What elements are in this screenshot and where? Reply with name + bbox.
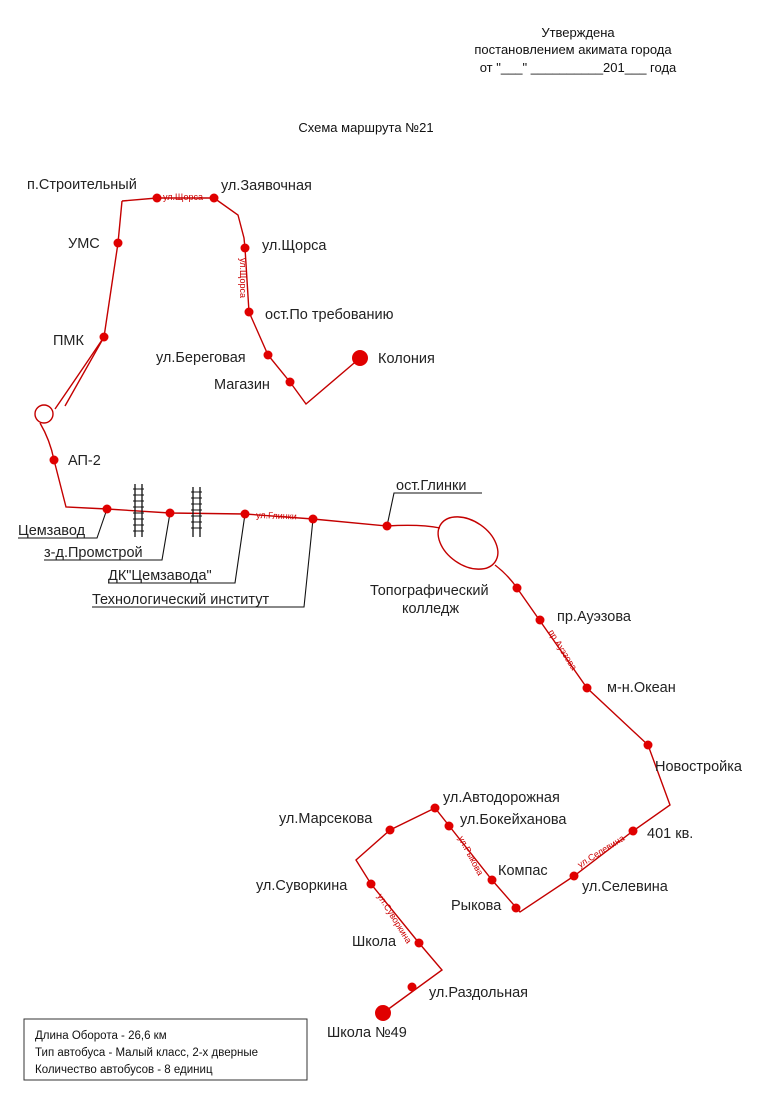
label-marsekova: ул.Марсекова	[279, 811, 373, 827]
label-shchorsa: ул.Щорса	[262, 238, 327, 254]
stop-dk-marker	[240, 509, 250, 519]
stop-magazin-marker	[285, 377, 295, 387]
label-okean: м-н.Океан	[607, 680, 676, 696]
street-rykova: ул.Рыкова	[456, 834, 485, 877]
stop-avtodorozhnaya-marker	[430, 803, 440, 813]
info-box: Длина Оборота - 26,6 км Тип автобуса - М…	[23, 1018, 308, 1081]
leader-lines	[18, 492, 482, 608]
stop-labels: п.Строительный ул.Заявочная УМС ул.Щорса…	[18, 177, 743, 1041]
approval-line-2: постановлением акимата города	[474, 42, 672, 57]
stops	[49, 193, 653, 1021]
label-avtodorozhnaya: ул.Автодорожная	[443, 790, 560, 806]
stop-bokeikhanova-marker	[444, 821, 454, 831]
label-suvorkina: ул.Суворкина	[256, 878, 348, 894]
approval-line-1: Утверждена	[541, 25, 615, 40]
street-labels: ул.Щорса ул.Щорса ул.Глинки пр.Ауэзова у…	[163, 192, 626, 945]
stop-auezova-marker	[535, 615, 545, 625]
stop-razdolnaya-marker	[407, 982, 417, 992]
street-shchorsa-vertical: ул.Щорса	[238, 258, 248, 298]
stop-marsekova-marker	[385, 825, 395, 835]
label-shkola: Школа	[352, 934, 397, 950]
railway-crossing-1	[133, 484, 144, 537]
label-topo-college-2: колледж	[402, 601, 459, 617]
label-razdolnaya: ул.Раздольная	[429, 985, 528, 1001]
label-cemzavod: Цемзавод	[18, 523, 86, 539]
stop-beregovaya-marker	[263, 350, 273, 360]
label-magazin: Магазин	[214, 377, 270, 393]
stop-novostroika-marker	[643, 740, 653, 750]
stop-pmk-marker	[99, 332, 109, 342]
stop-shkola49-marker	[375, 1005, 391, 1021]
label-stroitelny: п.Строительный	[27, 177, 137, 193]
stop-shkola-marker	[414, 938, 424, 948]
stop-po-trebovaniyu-marker	[244, 307, 254, 317]
label-ap2: АП-2	[68, 453, 101, 469]
street-shchorsa-top: ул.Щорса	[163, 192, 203, 202]
label-pmk: ПМК	[53, 333, 85, 349]
label-dk-cemzavoda: ДК"Цемзавода"	[108, 568, 212, 584]
info-bus-type: Тип автобуса - Малый класс, 2-х дверные	[35, 1047, 258, 1059]
label-novostroika: Новостройка	[655, 759, 743, 775]
label-kompas: Компас	[498, 863, 548, 879]
stop-glinki-marker	[382, 521, 392, 531]
stop-ap2-marker	[49, 455, 59, 465]
label-shkola49: Школа №49	[327, 1025, 407, 1041]
stop-cemzavod-marker	[102, 504, 112, 514]
label-tech-institute: Технологический институт	[92, 592, 269, 608]
street-auezova: пр.Ауэзова	[546, 628, 579, 672]
label-topo-college-1: Топографический	[370, 583, 489, 599]
railway-crossing-2	[191, 487, 202, 537]
stop-tech-institute-marker	[308, 514, 318, 524]
label-ums: УМС	[68, 236, 100, 252]
stop-koloniya-marker	[352, 350, 368, 366]
label-bokeikhanova: ул.Бокейханова	[460, 812, 567, 828]
stop-selevina-marker	[569, 871, 579, 881]
street-glinki: ул.Глинки	[256, 510, 297, 521]
label-po-trebovaniyu: ост.По требованию	[265, 307, 394, 323]
label-auezova: пр.Ауэзова	[557, 609, 632, 625]
label-beregovaya: ул.Береговая	[156, 350, 246, 366]
info-bus-count: Количество автобусов - 8 единиц	[35, 1064, 213, 1076]
label-401: 401 кв.	[647, 826, 693, 842]
label-ost-glinki: ост.Глинки	[396, 478, 466, 494]
scheme-title: Схема маршрута №21	[298, 120, 433, 135]
approval-line-3: от "___" __________201___ года	[480, 60, 677, 75]
stop-suvorkina-marker	[366, 879, 376, 889]
stop-promstroy-marker	[165, 508, 175, 518]
label-koloniya: Колония	[378, 351, 435, 367]
info-length: Длина Оборота - 26,6 км	[35, 1030, 167, 1042]
stop-topo-college-marker	[512, 583, 522, 593]
label-rykova: Рыкова	[451, 898, 502, 914]
street-selevina: ул.Селевина	[576, 833, 627, 870]
stop-rykova-marker	[511, 903, 521, 913]
stop-stroitelny-marker	[152, 193, 162, 203]
stop-401-marker	[628, 826, 638, 836]
label-selevina: ул.Селевина	[582, 879, 669, 895]
stop-okean-marker	[582, 683, 592, 693]
stop-kompas-marker	[487, 875, 497, 885]
label-promstroy: з-д.Промстрой	[44, 545, 143, 561]
stop-ums-marker	[113, 238, 123, 248]
stop-shchorsa-marker	[240, 243, 250, 253]
stop-zayavochnaya-marker	[209, 193, 219, 203]
label-zayavochnaya: ул.Заявочная	[221, 178, 312, 194]
